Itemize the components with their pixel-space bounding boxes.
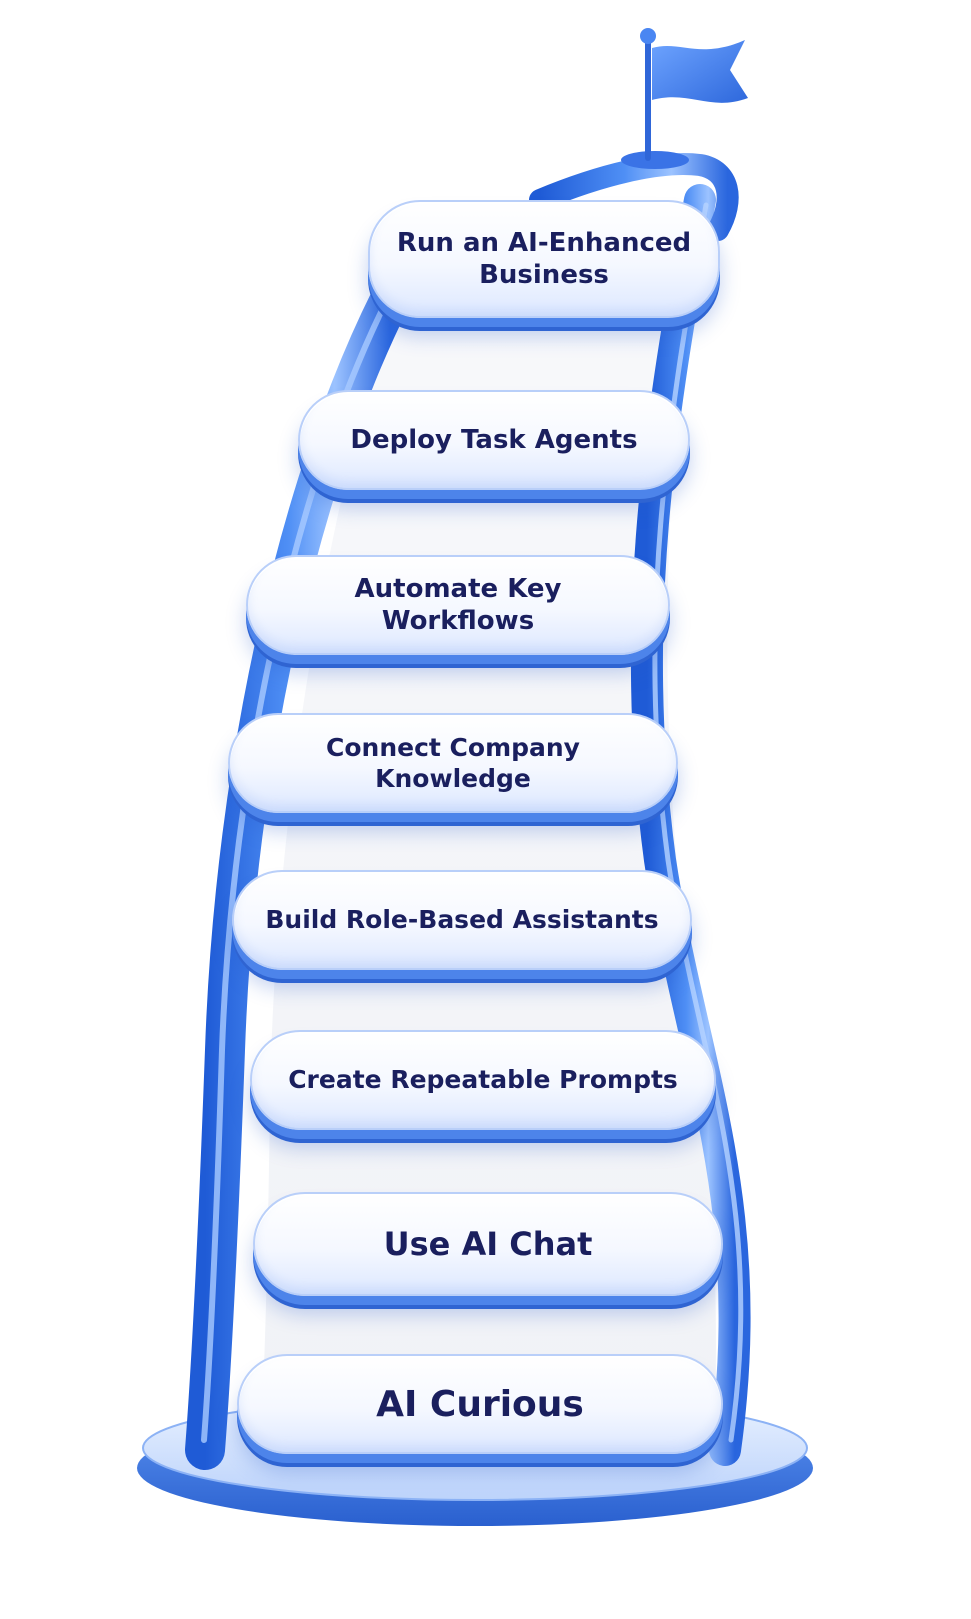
step-deploy-task-agents: Deploy Task Agents: [298, 390, 690, 490]
step-label: Create Repeatable Prompts: [288, 1065, 678, 1095]
step-ai-curious: AI Curious: [237, 1354, 723, 1454]
step-run-ai-enhanced-business: Run an AI-Enhanced Business: [368, 200, 720, 318]
step-label: Build Role-Based Assistants: [265, 905, 659, 935]
step-use-ai-chat: Use AI Chat: [253, 1192, 723, 1296]
step-label: Run an AI-Enhanced Business: [396, 227, 692, 291]
step-create-repeatable-prompts: Create Repeatable Prompts: [250, 1030, 716, 1130]
step-label: AI Curious: [376, 1383, 584, 1425]
step-label: Deploy Task Agents: [350, 424, 638, 455]
step-build-role-based-assistants: Build Role-Based Assistants: [232, 870, 692, 970]
step-connect-company-knowledge: Connect Company Knowledge: [228, 713, 678, 813]
top-ribbon: [529, 153, 739, 241]
step-label: Connect Company Knowledge: [326, 732, 580, 793]
flag-icon: [640, 28, 748, 161]
flag-base: [621, 151, 689, 169]
step-label: Automate Key Workflows: [354, 573, 562, 637]
step-automate-key-workflows: Automate Key Workflows: [246, 555, 670, 655]
step-label: Use AI Chat: [383, 1225, 593, 1263]
